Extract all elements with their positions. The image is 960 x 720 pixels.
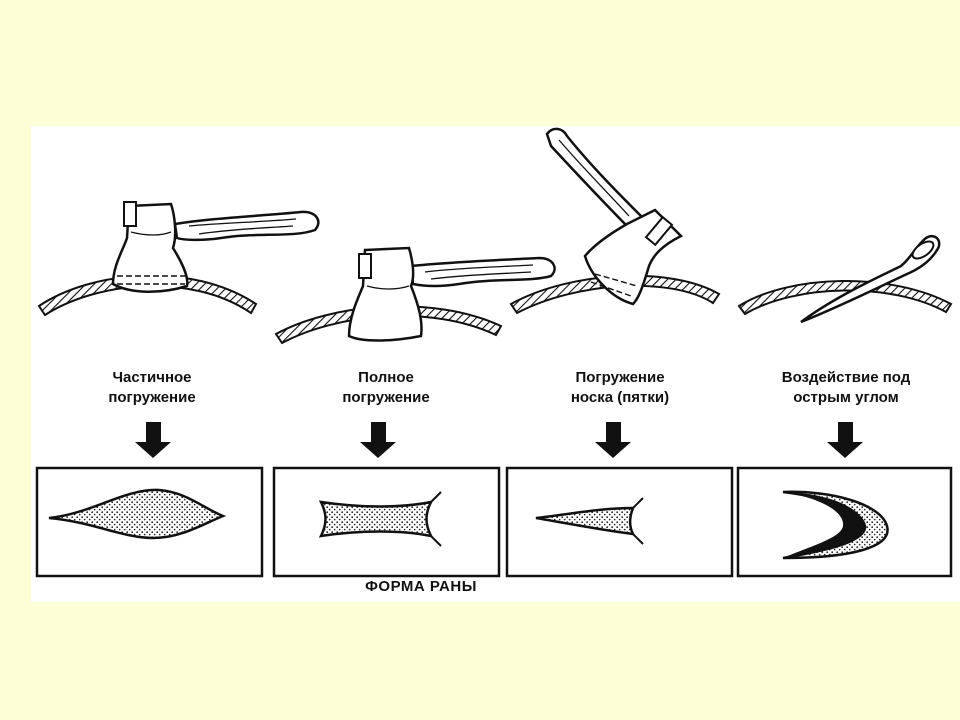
figure-drawing [35,127,953,578]
caption-partial-line1: Частичное [112,369,192,386]
caption-toe: Погружение носка (пятки) [505,368,735,408]
axe-full-icon [347,246,556,342]
caption-full-line2: погружение [342,389,430,406]
skin-surface-3 [509,274,721,315]
wound-box-full [272,466,501,578]
axe-toe-icon [545,127,684,306]
axe-partial-icon [111,201,320,294]
caption-angle-line2: острым углом [793,389,899,406]
wound-box-toe [505,466,734,578]
caption-partial: Частичное погружение [37,368,267,408]
caption-toe-line2: носка (пятки) [570,389,670,406]
skin-surface-2 [274,305,503,345]
wound-shape-figure: Частичное погружение Полное погружение П… [31,126,960,602]
wound-box-partial [35,466,264,578]
figure-title: ФОРМА РАНЫ [365,578,477,595]
caption-angle: Воздействие под острым углом [731,368,960,408]
caption-full: Полное погружение [271,368,501,408]
caption-full-line1: Полное [358,369,414,386]
caption-angle-line1: Воздействие под [781,369,911,386]
wound-box-angle [736,466,953,578]
needle-icon [800,234,941,324]
arrow-down-icon [827,422,863,458]
caption-partial-line2: погружение [108,389,196,406]
skin-surface-4 [737,280,953,316]
caption-toe-line1: Погружение [575,369,665,386]
arrow-down-icon [135,422,171,458]
arrow-down-icon [595,422,631,458]
arrow-down-icon [360,422,396,458]
skin-surface-1 [37,274,258,317]
